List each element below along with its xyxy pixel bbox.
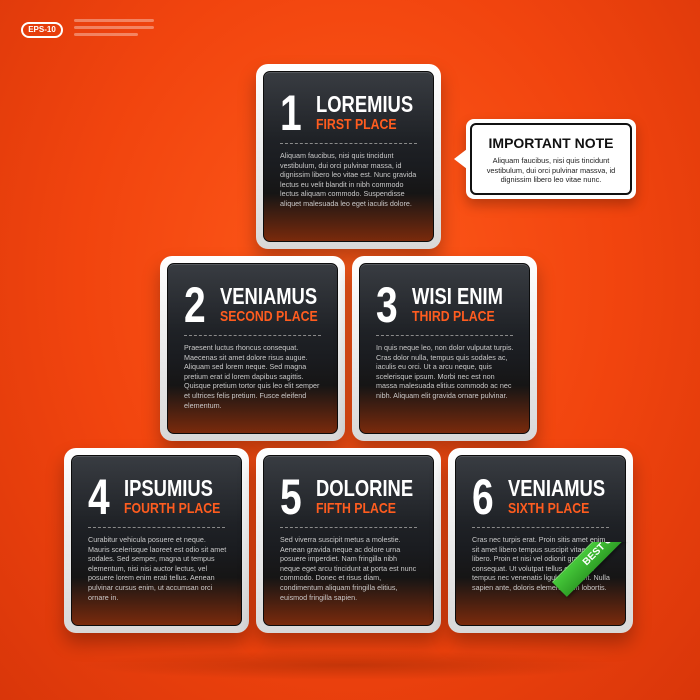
card-title: VENIAMUS bbox=[508, 475, 606, 501]
card-panel: 4 IPSUMIUS FOURTH PLACE Curabitur vehicu… bbox=[71, 455, 242, 626]
card-divider bbox=[88, 527, 225, 528]
card-title: WISI ENIM bbox=[412, 283, 503, 309]
header-placeholder-lines bbox=[74, 19, 154, 40]
card-text: Cras nec turpis erat. Proin sitis amet e… bbox=[472, 535, 610, 592]
card-divider bbox=[472, 527, 609, 528]
card-panel: 3 WISI ENIM THIRD PLACE In quis neque le… bbox=[359, 263, 530, 434]
card-title: LOREMIUS bbox=[316, 91, 414, 117]
card-title: IPSUMIUS bbox=[124, 475, 213, 501]
card-text: Praesent luctus rhoncus consequat. Maece… bbox=[184, 343, 320, 410]
card-title: DOLORINE bbox=[316, 475, 414, 501]
card-panel: 1 LOREMIUS FIRST PLACE Aliquam faucibus,… bbox=[263, 71, 434, 242]
card-text: Curabitur vehicula posuere et neque. Mau… bbox=[88, 535, 227, 602]
card-title: VENIAMUS bbox=[220, 283, 318, 309]
card-panel: 5 DOLORINE FIFTH PLACE Sed viverra susci… bbox=[263, 455, 434, 626]
card-panel: 6 VENIAMUS SIXTH PLACE Cras nec turpis e… bbox=[455, 455, 626, 626]
speech-bubble-tail bbox=[454, 149, 467, 169]
card-number: 1 bbox=[280, 85, 302, 141]
card-text: Sed viverra suscipit metus a molestie. A… bbox=[280, 535, 417, 602]
important-note-bubble: IMPORTANT NOTE Aliquam faucibus, nisi qu… bbox=[454, 119, 636, 199]
card-subtitle: FIFTH PLACE bbox=[316, 500, 396, 517]
note-text: Aliquam faucibus, nisi quis tincidunt ve… bbox=[486, 156, 616, 184]
note-title: IMPORTANT NOTE bbox=[488, 135, 614, 151]
card-text: In quis neque leo, non dolor vulputat tu… bbox=[376, 343, 514, 400]
card-divider bbox=[280, 527, 417, 528]
note-frame: IMPORTANT NOTE Aliquam faucibus, nisi qu… bbox=[470, 123, 632, 195]
eps-badge: EPS-10 bbox=[21, 22, 63, 38]
card-panel: 2 VENIAMUS SECOND PLACE Praesent luctus … bbox=[167, 263, 338, 434]
floor-shadow bbox=[80, 650, 620, 680]
card-divider bbox=[280, 143, 417, 144]
card-sixth-place: 6 VENIAMUS SIXTH PLACE Cras nec turpis e… bbox=[448, 448, 633, 633]
card-fourth-place: 4 IPSUMIUS FOURTH PLACE Curabitur vehicu… bbox=[64, 448, 249, 633]
card-second-place: 2 VENIAMUS SECOND PLACE Praesent luctus … bbox=[160, 256, 345, 441]
card-number: 4 bbox=[88, 469, 110, 525]
card-divider bbox=[184, 335, 321, 336]
card-subtitle: THIRD PLACE bbox=[412, 308, 495, 325]
card-text: Aliquam faucibus, nisi quis tincidunt ve… bbox=[280, 151, 417, 208]
card-number: 3 bbox=[376, 277, 398, 333]
card-fifth-place: 5 DOLORINE FIFTH PLACE Sed viverra susci… bbox=[256, 448, 441, 633]
card-subtitle: FIRST PLACE bbox=[316, 116, 397, 133]
card-divider bbox=[376, 335, 513, 336]
card-subtitle: SECOND PLACE bbox=[220, 308, 318, 325]
card-subtitle: FOURTH PLACE bbox=[124, 500, 221, 517]
card-first-place: 1 LOREMIUS FIRST PLACE Aliquam faucibus,… bbox=[256, 64, 441, 249]
card-subtitle: SIXTH PLACE bbox=[508, 500, 590, 517]
card-third-place: 3 WISI ENIM THIRD PLACE In quis neque le… bbox=[352, 256, 537, 441]
card-number: 2 bbox=[184, 277, 206, 333]
card-number: 5 bbox=[280, 469, 302, 525]
card-number: 6 bbox=[472, 469, 494, 525]
